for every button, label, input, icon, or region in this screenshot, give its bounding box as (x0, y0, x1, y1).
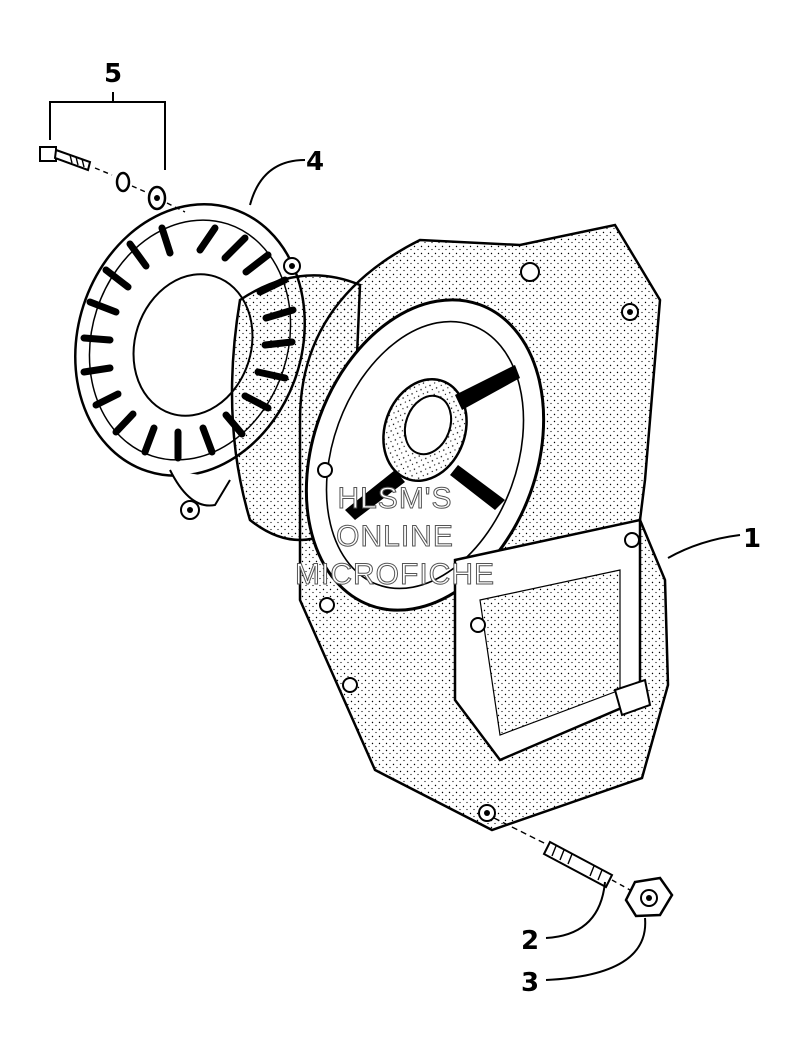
screw-assembly-part (39, 146, 186, 213)
watermark-line-1: HLSM'S (337, 482, 452, 515)
watermark-line-2: ONLINE (336, 520, 454, 553)
leader-lines (49, 92, 741, 981)
callout-2: 2 (521, 926, 539, 956)
callout-3: 3 (521, 968, 539, 998)
watermark: HLSM'S ONLINE MICROFICHE (295, 482, 495, 592)
callout-5: 5 (104, 59, 122, 89)
blower-housing-part (230, 223, 670, 832)
nut-part (624, 876, 674, 918)
callout-1: 1 (743, 524, 761, 554)
watermark-line-3: MICROFICHE (295, 558, 495, 591)
callout-4: 4 (306, 147, 324, 177)
stud-part (493, 817, 631, 891)
